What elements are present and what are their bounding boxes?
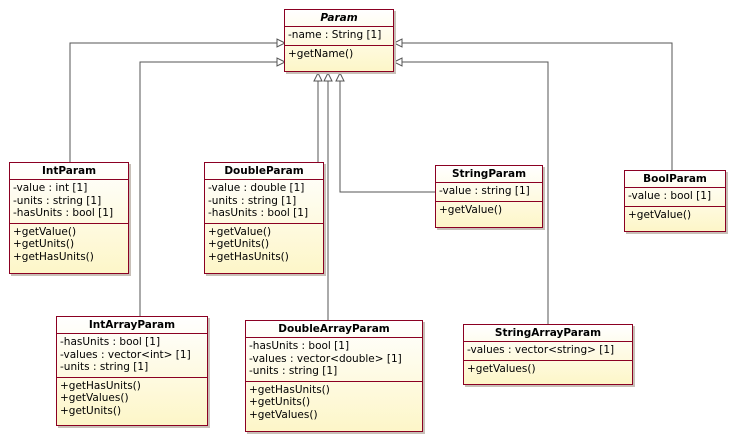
operation: +getHasUnits() <box>208 250 289 263</box>
operation: +getUnits() <box>13 238 75 250</box>
operations-section: +getValue() <box>625 205 725 225</box>
attribute: -units : string [1] <box>249 365 338 377</box>
class-intparam[interactable]: IntParam -value : int [1] -units : strin… <box>9 162 129 274</box>
operations-section: +getHasUnits() +getValues() +getUnits() <box>57 376 207 421</box>
class-stringparam[interactable]: StringParam -value : string [1] +getValu… <box>435 165 543 228</box>
attribute: -value : int [1] <box>13 182 88 194</box>
class-param[interactable]: Param -name : String [1] +getName() <box>284 9 394 72</box>
arrowhead-bottom-3 <box>335 71 345 82</box>
operation: +getHasUnits() <box>249 383 330 396</box>
class-name: Param <box>285 10 393 27</box>
operations-section: +getValue() +getUnits() +getHasUnits() <box>10 222 128 267</box>
attributes-section: -name : String [1] <box>285 27 393 45</box>
attribute: -values : vector<int> [1] <box>60 348 191 361</box>
operation: +getValue() <box>13 225 77 238</box>
attribute: -units : string [1] <box>208 194 297 207</box>
arrowhead-bottom-1 <box>313 71 323 82</box>
edge-intarrayparam-param <box>139 61 278 316</box>
operation: +getValues() <box>249 408 318 421</box>
operation: +getHasUnits() <box>60 379 141 392</box>
operations-section: +getValues() <box>464 359 632 379</box>
class-name: IntParam <box>10 163 128 180</box>
attribute: -units : string [1] <box>60 361 149 373</box>
attribute: -hasUnits : bool [1] <box>249 340 350 352</box>
operation: +getHasUnits() <box>13 250 94 263</box>
attribute: -value : double [1] <box>208 182 305 194</box>
arrowhead-left-top <box>276 38 287 48</box>
operation: +getValues() <box>60 392 129 404</box>
attributes-section: -hasUnits : bool [1] -values : vector<do… <box>246 338 422 381</box>
class-name: StringParam <box>436 166 542 183</box>
attribute: -value : bool [1] <box>628 190 712 202</box>
arrowhead-right-mid <box>392 57 403 67</box>
edge-boolparam-param <box>402 42 673 170</box>
operation: +getUnits() <box>208 238 270 250</box>
attributes-section: -values : vector<string> [1] <box>464 342 632 360</box>
attribute: -value : string [1] <box>439 185 530 197</box>
attribute: -hasUnits : bool [1] <box>13 207 114 219</box>
operation: +getValue() <box>439 203 503 216</box>
attributes-section: -value : double [1] -units : string [1] … <box>205 180 323 223</box>
class-name: DoubleParam <box>205 163 323 180</box>
edge-stringparam-param <box>339 80 435 193</box>
operation: +getName() <box>288 47 354 60</box>
operations-section: +getValue() +getUnits() +getHasUnits() <box>205 222 323 267</box>
operations-section: +getName() <box>285 44 393 64</box>
operation: +getUnits() <box>249 396 311 408</box>
class-name: IntArrayParam <box>57 317 207 334</box>
edge-stringarrayparam-param <box>402 61 549 324</box>
class-stringarrayparam[interactable]: StringArrayParam -values : vector<string… <box>463 324 633 385</box>
class-doublearrayparam[interactable]: DoubleArrayParam -hasUnits : bool [1] -v… <box>245 320 423 432</box>
operations-section: +getHasUnits() +getUnits() +getValues() <box>246 380 422 425</box>
attribute: -hasUnits : bool [1] <box>60 336 161 348</box>
class-name: BoolParam <box>625 171 725 188</box>
attribute: -name : String [1] <box>288 29 382 41</box>
class-boolparam[interactable]: BoolParam -value : bool [1] +getValue() <box>624 170 726 232</box>
arrowhead-bottom-2 <box>323 71 333 82</box>
operation: +getValue() <box>628 208 692 221</box>
attributes-section: -hasUnits : bool [1] -values : vector<in… <box>57 334 207 377</box>
attribute: -values : vector<string> [1] <box>467 344 615 356</box>
class-name: DoubleArrayParam <box>246 321 422 338</box>
operations-section: +getValue() <box>436 200 542 220</box>
attribute: -values : vector<double> [1] <box>249 352 402 365</box>
attribute: -units : string [1] <box>13 194 102 207</box>
arrowhead-left-mid <box>276 57 287 67</box>
arrowhead-right-top <box>392 38 403 48</box>
operation: +getValue() <box>208 225 272 238</box>
attributes-section: -value : int [1] -units : string [1] -ha… <box>10 180 128 223</box>
class-name: StringArrayParam <box>464 325 632 342</box>
attributes-section: -value : bool [1] <box>625 188 725 206</box>
edge-intparam-param <box>69 42 278 162</box>
operation: +getUnits() <box>60 404 122 417</box>
operation: +getValues() <box>467 362 536 375</box>
attributes-section: -value : string [1] <box>436 183 542 201</box>
attribute: -hasUnits : bool [1] <box>208 207 309 219</box>
class-doubleparam[interactable]: DoubleParam -value : double [1] -units :… <box>204 162 324 274</box>
class-intarrayparam[interactable]: IntArrayParam -hasUnits : bool [1] -valu… <box>56 316 208 426</box>
